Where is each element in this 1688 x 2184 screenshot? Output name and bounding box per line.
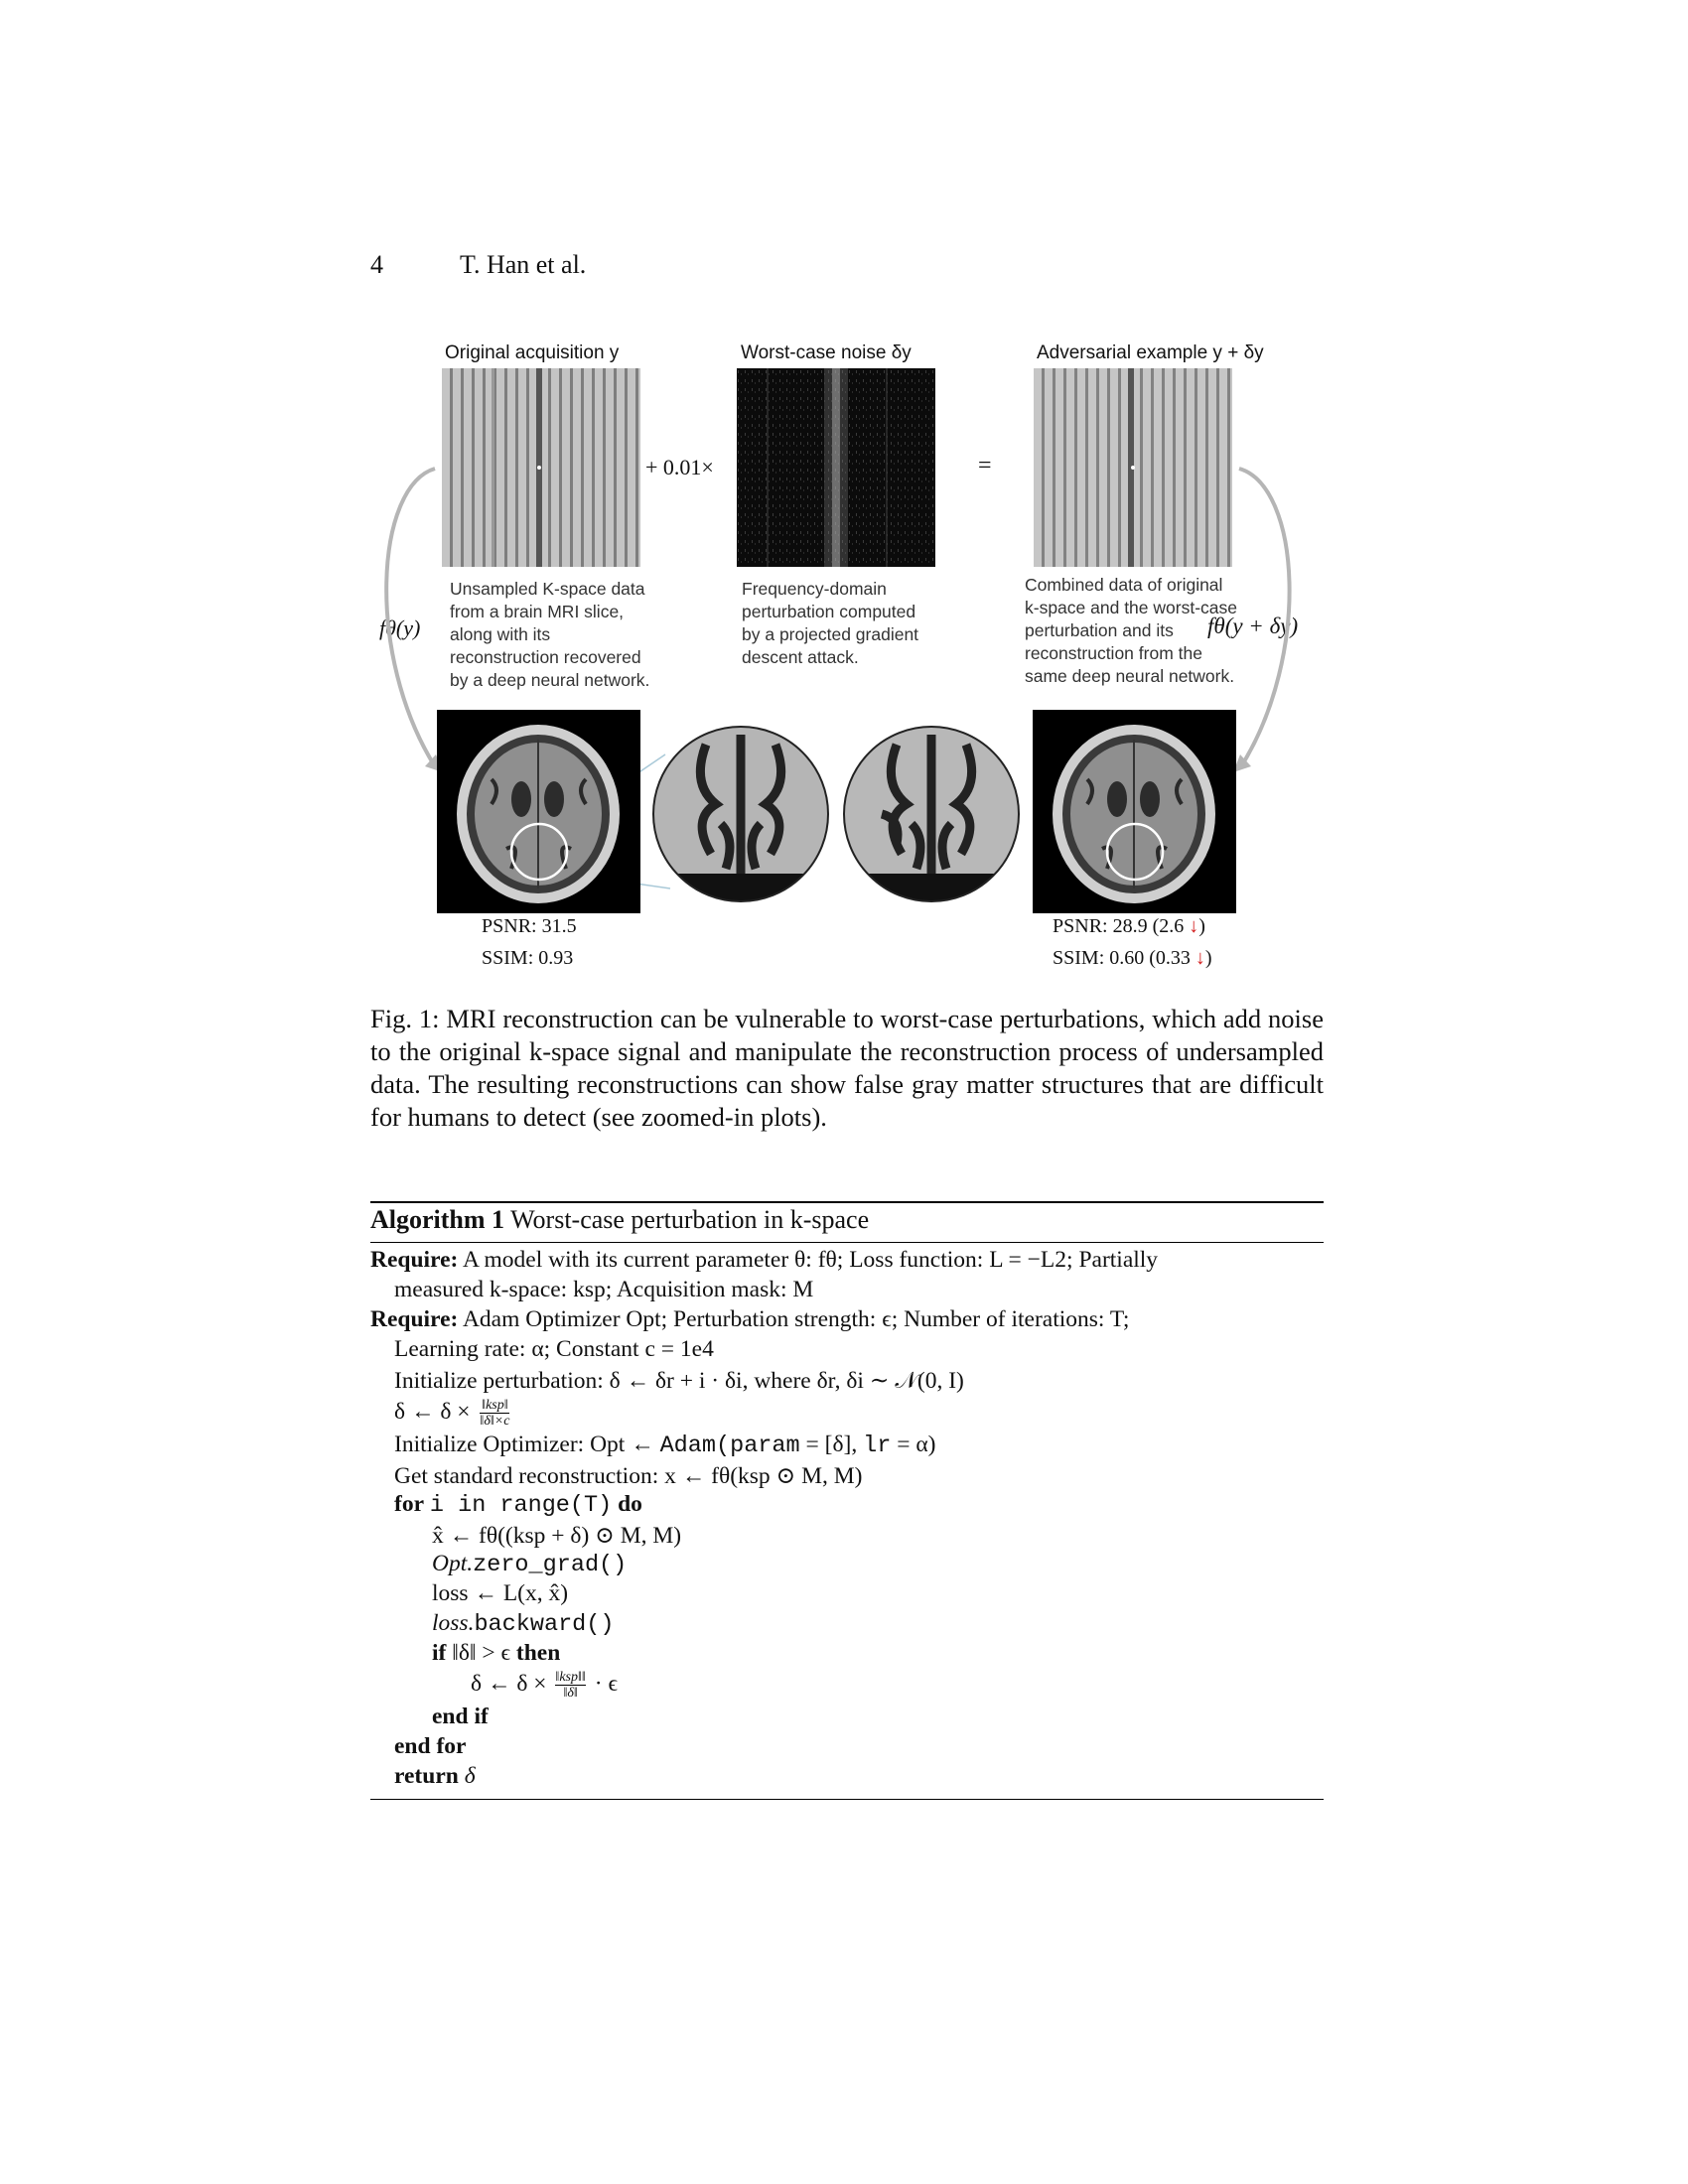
for-loop-line: for i in range(T) do	[394, 1491, 642, 1519]
return-line: return δ	[394, 1763, 476, 1789]
backward-line: loss.backward()	[432, 1610, 615, 1638]
brain-reconstruction-adversarial	[1033, 710, 1236, 913]
panel-description-noise: Frequency-domain perturbation computed b…	[742, 579, 919, 667]
standard-reconstruction-line: Get standard reconstruction: x ← fθ(ksp …	[394, 1463, 863, 1489]
brain-reconstruction-original	[437, 710, 640, 913]
require-line-1: Require: A model with its current parame…	[370, 1247, 1159, 1273]
panel-title-adversarial: Adversarial example y + δy	[1037, 342, 1264, 363]
right-curved-arrow	[1233, 467, 1292, 772]
algorithm-top-rule	[370, 1201, 1324, 1203]
equals-operator: =	[978, 453, 992, 478]
down-arrow-icon: ↓	[1189, 915, 1199, 937]
figure-caption: Fig. 1: MRI reconstruction can be vulner…	[370, 1004, 1324, 1132]
require-line-2b: Learning rate: α; Constant c = 1e4	[394, 1336, 714, 1362]
kspace-adversarial-image	[1034, 368, 1232, 567]
plus-scale-operator: + 0.01×	[645, 455, 714, 479]
end-for-line: end for	[394, 1733, 467, 1759]
if-line: if ‖δ‖ > ϵ then	[432, 1640, 561, 1666]
require-line-1b: measured k-space: ksp; Acquisition mask:…	[394, 1277, 814, 1302]
left-curved-arrow	[384, 467, 443, 772]
require-line-2: Require: Adam Optimizer Opt; Perturbatio…	[370, 1306, 1130, 1332]
panel-description-original: Unsampled K-space data from a brain MRI …	[450, 579, 650, 690]
kspace-noise-image	[737, 368, 935, 567]
zero-grad-line: Opt.zero_grad()	[432, 1551, 628, 1578]
algorithm-caption: Algorithm 1 Worst-case perturbation in k…	[370, 1205, 870, 1234]
xhat-line: x̂ ← fθ((ksp + δ) ⊙ M, M)	[432, 1523, 682, 1549]
panel-title-original: Original acquisition y	[445, 342, 620, 363]
panel-title-noise: Worst-case noise δy	[741, 342, 912, 363]
psnr-adversarial: PSNR: 28.9 (2.6 ↓)	[1053, 915, 1205, 937]
scale-line: δ ← δ × ‖ksp‖ ‖δ‖×c	[394, 1398, 510, 1429]
init-perturbation-line: Initialize perturbation: δ ← δr + i · δi…	[394, 1368, 964, 1394]
algorithm-mid-rule	[370, 1242, 1324, 1243]
down-arrow-icon: ↓	[1195, 947, 1205, 969]
kspace-original-image	[442, 368, 640, 567]
zoom-circle-original	[652, 726, 829, 902]
running-head: T. Han et al.	[460, 250, 587, 279]
end-if-line: end if	[432, 1704, 489, 1729]
right-arrow-label: fθ(y + δy)	[1207, 614, 1299, 638]
loss-line: loss ← L(x, x̂)	[432, 1580, 569, 1606]
ssim-original: SSIM: 0.93	[482, 947, 574, 969]
projection-line: δ ← δ × ‖ksp‖‖ ‖δ‖ · ϵ	[471, 1670, 618, 1701]
algorithm-bottom-rule	[370, 1799, 1324, 1800]
panel-description-adversarial: Combined data of original k-space and th…	[1025, 575, 1237, 686]
init-optimizer-line: Initialize Optimizer: Opt ← Adam(param =…	[394, 1432, 936, 1459]
zoom-circle-adversarial	[843, 726, 1020, 902]
page-number: 4	[370, 250, 383, 279]
ssim-adversarial: SSIM: 0.60 (0.33 ↓)	[1053, 947, 1212, 969]
psnr-original: PSNR: 31.5	[482, 915, 577, 937]
